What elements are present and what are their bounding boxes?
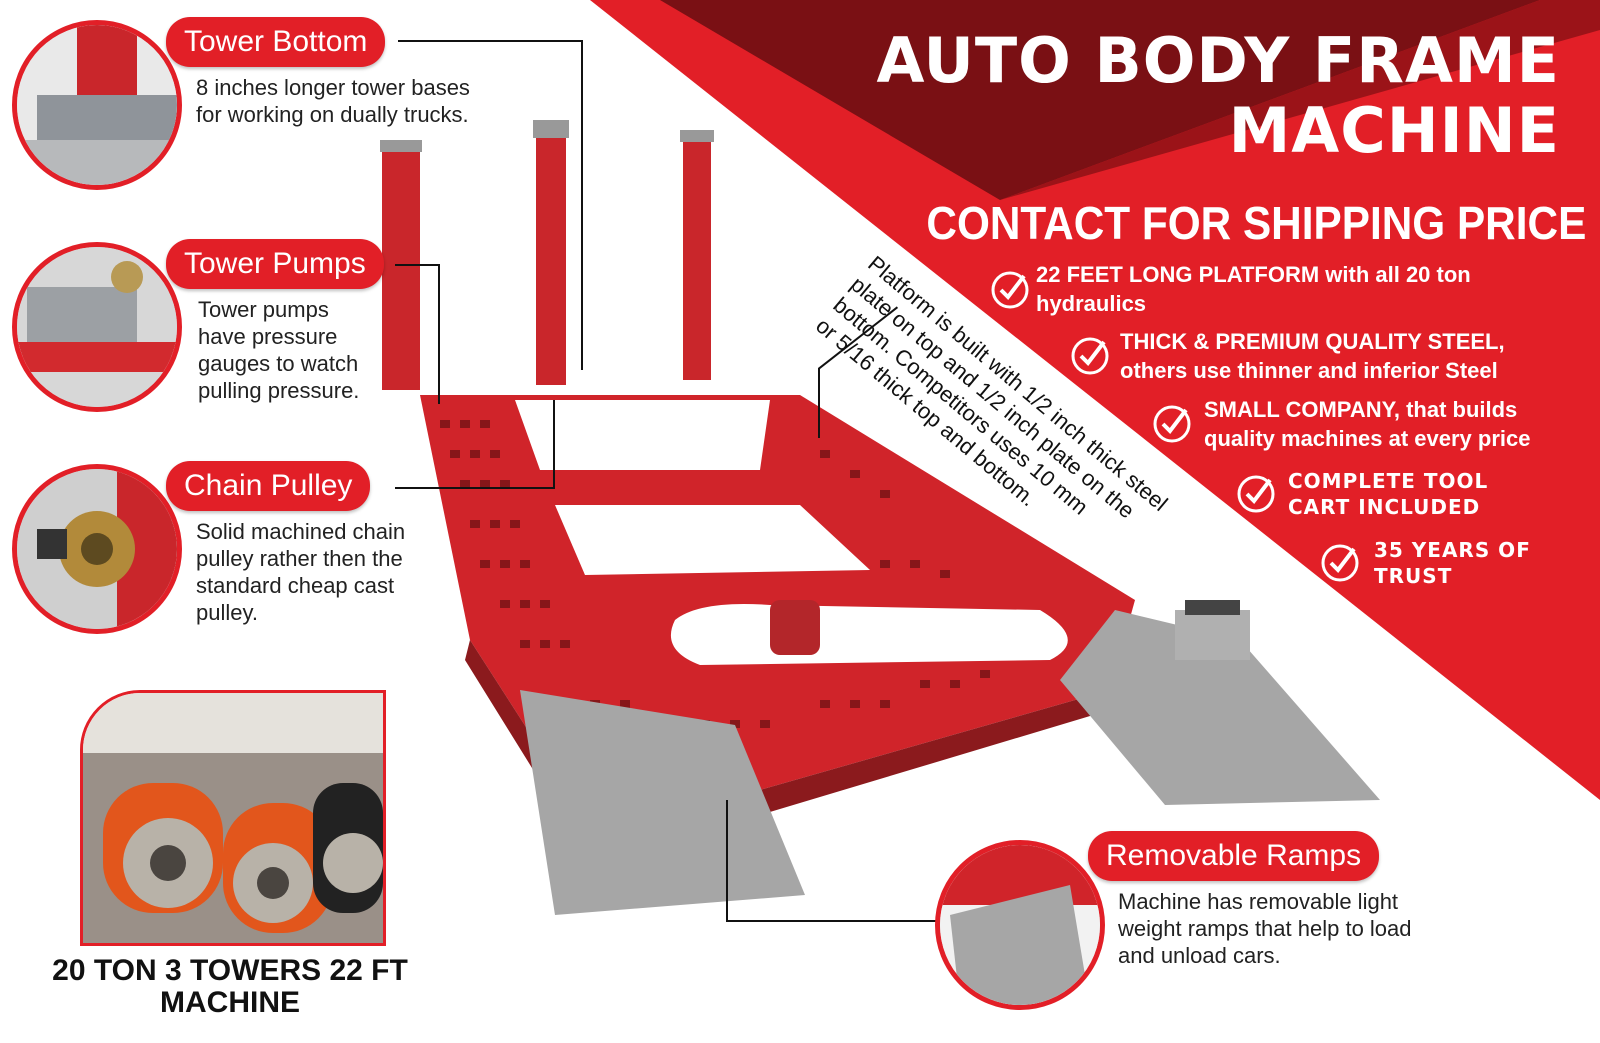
callout-title-removable-ramps: Removable Ramps [1088, 831, 1380, 881]
leader-line [726, 800, 728, 922]
tower-pumps-photo [12, 242, 182, 412]
desc-line: Tower pumps [198, 297, 329, 322]
callout-title-chain-pulley: Chain Pulley [166, 461, 371, 511]
feature-line: CART INCLUDED [1288, 495, 1481, 519]
desc-line: standard cheap cast [196, 573, 395, 598]
shipping-contact-heading: CONTACT FOR SHIPPING PRICE [926, 197, 1586, 249]
desc-line: for working on dually trucks. [196, 102, 469, 127]
leader-line [395, 487, 555, 489]
machine-caption: 20 TON 3 TOWERS 22 FT MACHINE [20, 955, 440, 1019]
main-title-line2: MACHINE [1228, 94, 1560, 167]
removable-ramps-photo [935, 840, 1105, 1010]
check-circle-icon [1321, 544, 1359, 582]
feature-steel: THICK & PREMIUM QUALITY STEEL, others us… [1120, 328, 1505, 385]
callout-desc-tower-bottom: 8 inches longer tower bases for working … [196, 74, 470, 128]
leader-line [398, 40, 583, 42]
desc-line: pulley rather then the [196, 546, 403, 571]
callout-desc-chain-pulley: Solid machined chain pulley rather then … [196, 518, 405, 626]
feature-line: hydraulics [1036, 290, 1147, 316]
desc-line: pulley. [196, 600, 258, 625]
desc-line: weight ramps that help to load [1118, 916, 1412, 941]
feature-line: 35 YEARS OF [1374, 538, 1531, 562]
desc-line: gauges to watch [198, 351, 359, 376]
feature-line: 22 FEET LONG PLATFORM with all 20 ton [1036, 262, 1471, 287]
main-title-line1: AUTO BODY FRAME [876, 24, 1560, 97]
leader-line [553, 400, 555, 489]
feature-line: THICK & PREMIUM QUALITY STEEL, [1120, 329, 1505, 354]
feature-company: SMALL COMPANY, that builds quality machi… [1204, 396, 1531, 453]
desc-line: have pressure [198, 324, 338, 349]
caption-line: MACHINE [160, 986, 300, 1019]
desc-line: 8 inches longer tower bases [196, 75, 470, 100]
desc-line: Solid machined chain [196, 519, 406, 544]
caption-line: 20 TON 3 TOWERS 22 FT [52, 954, 408, 987]
feature-trust: 35 YEARS OF TRUST [1374, 537, 1531, 589]
leader-line [818, 368, 820, 438]
leader-line [726, 920, 941, 922]
hydraulic-cylinders-photo [80, 690, 386, 946]
leader-line [581, 40, 583, 370]
desc-line: and unload cars. [1118, 943, 1281, 968]
desc-line: pulling pressure. [198, 378, 360, 403]
feature-line: SMALL COMPANY, that builds [1204, 397, 1518, 422]
callout-desc-removable-ramps: Machine has removable light weight ramps… [1118, 888, 1412, 969]
chain-pulley-photo [12, 464, 182, 634]
desc-line: Machine has removable light [1118, 889, 1399, 914]
check-circle-icon [1153, 405, 1191, 443]
leader-line [438, 264, 440, 404]
tower-bottom-photo [12, 20, 182, 190]
feature-line: TRUST [1374, 564, 1453, 588]
feature-line: others use thinner and inferior Steel [1120, 357, 1498, 383]
feature-line: quality machines at every price [1204, 425, 1531, 451]
callout-title-tower-bottom: Tower Bottom [166, 17, 386, 67]
callout-title-tower-pumps: Tower Pumps [166, 239, 384, 289]
check-circle-icon [1237, 475, 1275, 513]
check-circle-icon [1071, 337, 1109, 375]
feature-platform: 22 FEET LONG PLATFORM with all 20 ton hy… [1036, 261, 1471, 318]
check-circle-icon [991, 271, 1029, 309]
feature-tool-cart: COMPLETE TOOL CART INCLUDED [1288, 468, 1488, 520]
leader-line [395, 264, 440, 266]
callout-desc-tower-pumps: Tower pumps have pressure gauges to watc… [198, 296, 359, 404]
feature-line: COMPLETE TOOL [1288, 469, 1489, 493]
